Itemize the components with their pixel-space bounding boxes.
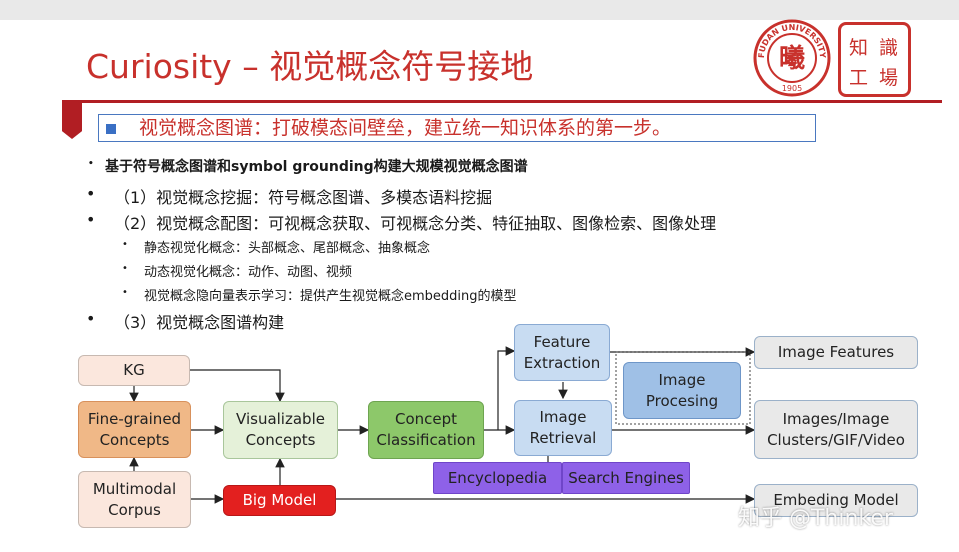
- node-images-clusters: Images/Image Clusters/GIF/Video: [754, 400, 918, 459]
- node-big-model: Big Model: [223, 485, 336, 516]
- title-rule: [62, 100, 942, 103]
- square-bullet-icon: [106, 124, 116, 134]
- node-encyclopedia: Encyclopedia: [433, 462, 562, 494]
- knowledge-works-logo: 知 識 工 場: [838, 22, 911, 97]
- node-multimodal-corpus: Multimodal Corpus: [78, 471, 191, 528]
- node-search-engines: Search Engines: [562, 462, 690, 494]
- node-embedding-model: Embeding Model: [754, 484, 918, 517]
- subtitle-text: 视觉概念图谱：打破模态间壁垒，建立统一知识体系的第一步。: [139, 117, 672, 139]
- node-image-features: Image Features: [754, 336, 918, 369]
- top-bar: [0, 0, 959, 20]
- subtitle-box: 视觉概念图谱：打破模态间壁垒，建立统一知识体系的第一步。: [98, 114, 816, 142]
- node-kg: KG: [78, 355, 190, 386]
- logo-char: 識: [879, 37, 899, 59]
- node-fine-grained-concepts: Fine-grained Concepts: [78, 401, 191, 458]
- node-feature-extraction: Feature Extraction: [514, 324, 610, 381]
- node-image-retrieval: Image Retrieval: [514, 400, 612, 456]
- slide-title: Curiosity – 视觉概念符号接地: [86, 47, 534, 86]
- node-visualizable-concepts: Visualizable Concepts: [223, 401, 338, 459]
- seal-center-glyph: 曦: [779, 44, 805, 74]
- node-concept-classification: Concept Classification: [368, 401, 484, 459]
- logo-char: 場: [879, 67, 899, 89]
- bullet-item: • （2）视觉概念配图：可视概念获取、可视概念分类、特征抽取、图像检索、图像处理: [86, 210, 717, 233]
- sub-bullet-item: • 视觉概念隐向量表示学习：提供产生视觉概念embedding的模型: [122, 287, 517, 304]
- arrow-kg-to-visualizable: [190, 369, 285, 403]
- bookmark-ribbon: [62, 103, 82, 139]
- watermark: 知乎 @Thinker: [738, 506, 893, 531]
- bullet-item: • （1）视觉概念挖掘：符号概念图谱、多模态语料挖掘: [86, 184, 493, 207]
- bullet-item: • （3）视觉概念图谱构建: [86, 309, 285, 332]
- sub-bullet-item: • 动态视觉化概念：动作、动图、视频: [122, 263, 353, 280]
- logo-char: 知: [849, 37, 869, 59]
- image-processing-dashed-frame: [615, 351, 751, 425]
- bullet-item: • 基于符号概念图谱和symbol grounding构建大规模视觉概念图谱: [88, 159, 528, 175]
- sub-bullet-item: • 静态视觉化概念：头部概念、尾部概念、抽象概念: [122, 239, 431, 256]
- logo-char: 工: [849, 67, 869, 89]
- fudan-seal-logo: FUDAN UNIVERSITY 曦 1905: [753, 19, 831, 97]
- arrow-classification-to-feature: [497, 346, 516, 430]
- node-image-processing: Image Procesing: [623, 362, 741, 419]
- seal-year: 1905: [782, 84, 802, 93]
